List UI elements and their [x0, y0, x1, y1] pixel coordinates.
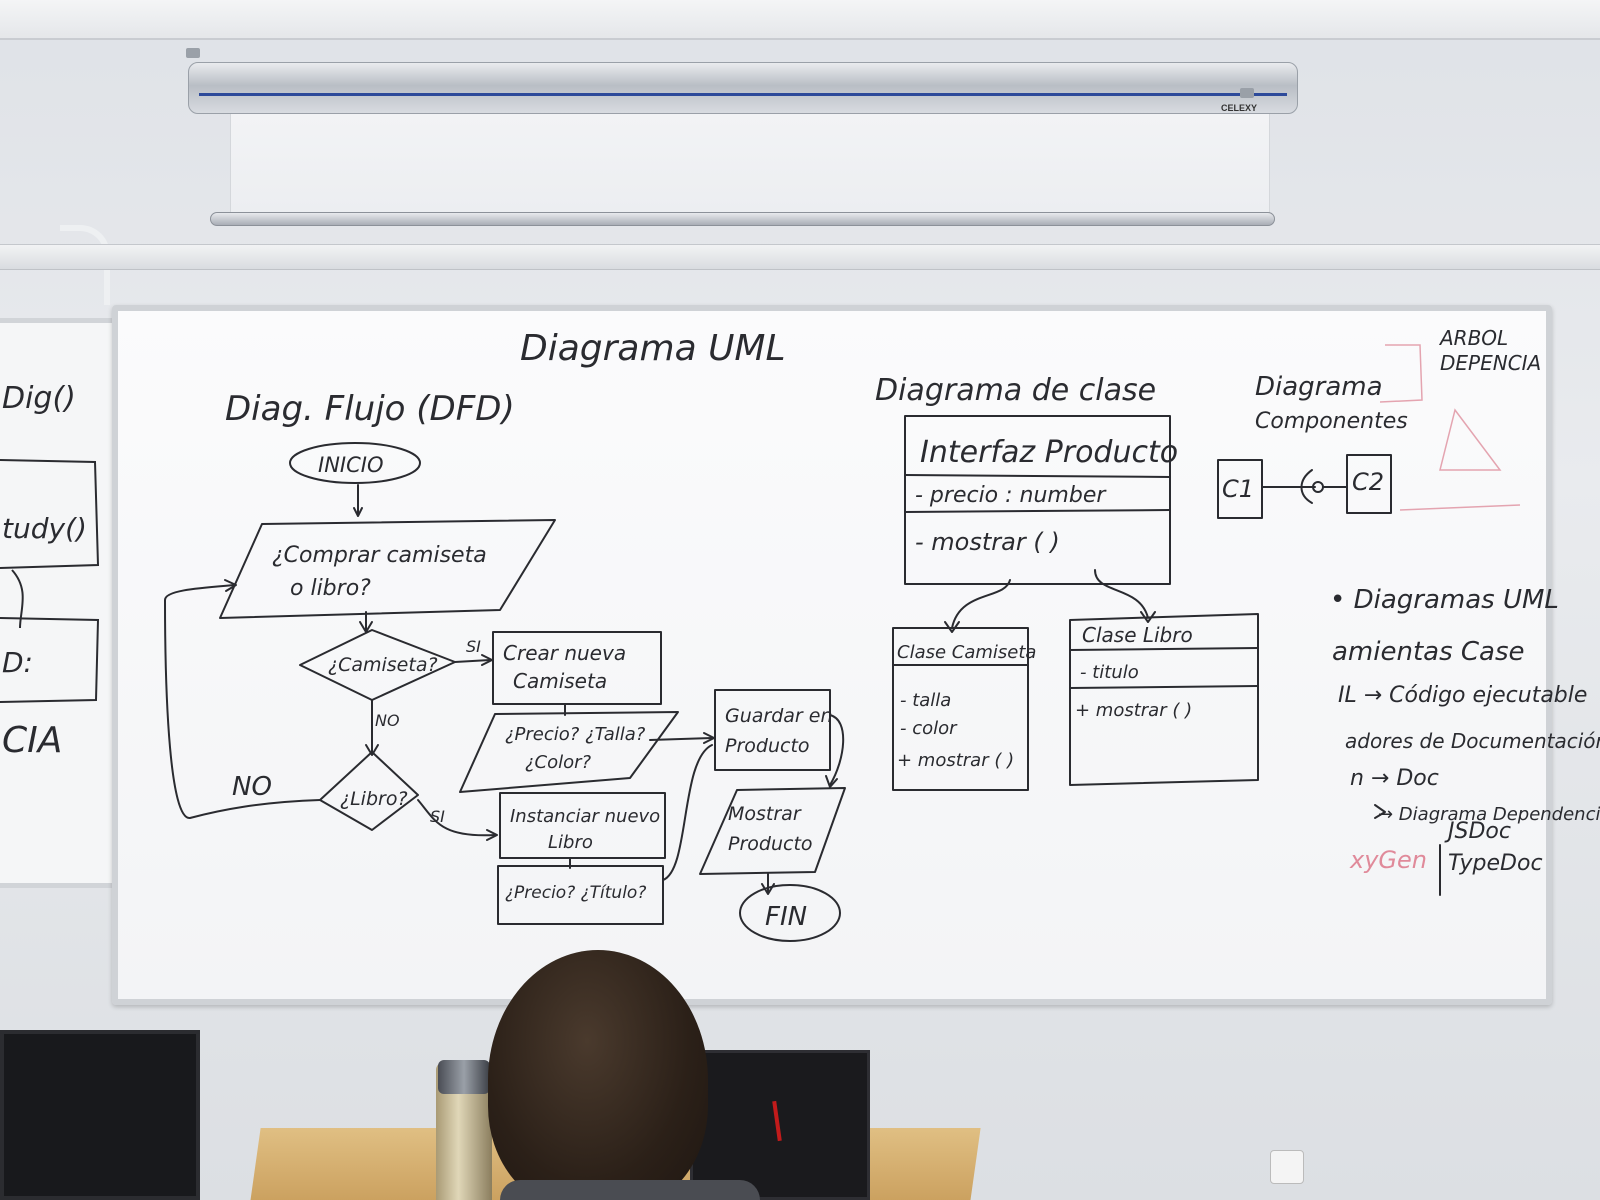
left-board-line-4: CIA: [2, 720, 62, 761]
notes-line-5: n → Doc: [1350, 766, 1439, 791]
desktop-monitor: [0, 1030, 200, 1200]
components-heading-1: Diagrama: [1255, 372, 1383, 402]
yes-label-2: SI: [430, 807, 445, 826]
notes-line-3: IL → Código ejecutable: [1338, 683, 1587, 708]
book-input-label: ¿Precio? ¿Título?: [505, 883, 646, 903]
notes-line-6: → Diagrama Dependencia: [1378, 804, 1600, 825]
question-parallelogram: [219, 519, 556, 619]
shirt-class-method: + mostrar ( ): [897, 750, 1014, 771]
book-class-box: [1069, 613, 1259, 786]
shirt-input-parallelogram: [459, 711, 679, 793]
shirt-class-title: Clase Camiseta: [897, 642, 1036, 663]
projector-screen-fabric: [230, 114, 1270, 214]
tree-heading-2: DEPENCIA: [1440, 351, 1541, 375]
left-board-boxes: [0, 459, 100, 703]
interface-box: [904, 415, 1171, 585]
flow-end-label: FIN: [765, 902, 807, 932]
book-input-box: [497, 865, 664, 925]
class-diagram-heading: Diagrama de clase: [875, 373, 1156, 408]
decision-book-diamond: [319, 751, 419, 831]
component-c2: [1346, 454, 1392, 514]
shirt-input-line-2: ¿Color?: [525, 752, 592, 773]
projector-screen-housing: CELEXY: [188, 62, 1298, 114]
laptop: [690, 1050, 870, 1200]
component-c2-label: C2: [1352, 468, 1384, 496]
notes-line-7: JSDoc: [1444, 819, 1511, 844]
ceiling: [0, 0, 1600, 40]
save-line-2: Producto: [725, 735, 810, 757]
create-shirt-box: [492, 631, 662, 705]
flow-heading: Diag. Flujo (DFD): [225, 389, 515, 429]
interface-title: Interfaz Producto: [920, 435, 1178, 470]
no-label-2: NO: [232, 772, 272, 802]
wall-outlet: [1270, 1150, 1304, 1184]
shirt-class-box: [892, 627, 1029, 791]
tree-heading-1: ARBOL: [1438, 326, 1508, 350]
create-shirt-line-2: Camiseta: [513, 669, 607, 693]
create-book-box: [499, 792, 666, 859]
main-whiteboard: [112, 305, 1552, 1005]
notes-line-8: TypeDoc: [1448, 851, 1543, 876]
notes-line-4: adores de Documentación: [1345, 729, 1600, 753]
left-board-line-3: D:: [2, 646, 33, 679]
mount-clip: [1240, 88, 1254, 98]
show-line-2: Producto: [728, 833, 813, 855]
notes-line-9: xyGen: [1349, 846, 1427, 874]
flow-start-label: INICIO: [318, 453, 383, 477]
left-board-line-2: tudy(): [2, 512, 87, 545]
projector-brand: CELEXY: [1220, 103, 1257, 113]
wall-molding: [0, 244, 1600, 270]
flow-question-line-2: o libro?: [290, 576, 371, 601]
book-class-method: + mostrar ( ): [1075, 700, 1192, 721]
start-terminal: [289, 442, 421, 484]
shirt-input-line-1: ¿Precio? ¿Talla?: [505, 724, 646, 745]
save-product-box: [714, 689, 831, 771]
person-shirt: [500, 1180, 760, 1200]
create-shirt-line-1: Crear nueva: [503, 641, 626, 665]
decision-shirt-label: ¿Camiseta?: [328, 654, 438, 676]
notes-line-2: amientas Case: [1332, 637, 1525, 667]
faint-red-tree: [1379, 344, 1521, 511]
water-bottle-cap: [438, 1060, 490, 1094]
component-c1: [1217, 459, 1263, 519]
save-line-1: Guardar en: [725, 705, 833, 727]
book-class-title: Clase Libro: [1082, 623, 1193, 647]
no-label-1: NO: [375, 711, 400, 730]
flow-question-line-1: ¿Comprar camiseta: [272, 543, 487, 568]
mount-clip: [186, 48, 200, 58]
shirt-class-attr-1: - talla: [900, 690, 951, 711]
create-book-line-2: Libro: [548, 832, 593, 853]
arrowhead: [353, 507, 363, 517]
loop-back-line: [164, 584, 321, 820]
show-line-1: Mostrar: [728, 803, 802, 825]
board-title: Diagrama UML: [520, 328, 786, 369]
create-book-line-1: Instanciar nuevo: [510, 806, 660, 827]
housing-stripe: [199, 93, 1287, 96]
left-board-line-1: Dig(): [2, 381, 76, 416]
book-class-attr: - titulo: [1080, 662, 1139, 683]
show-product-parallelogram: [699, 787, 846, 875]
interface-method: - mostrar ( ): [915, 528, 1060, 556]
shirt-class-attr-2: - color: [900, 718, 958, 739]
projector-screen-bar: [210, 212, 1275, 226]
decision-book-label: ¿Libro?: [340, 788, 408, 810]
component-c1-label: C1: [1222, 475, 1254, 503]
components-heading-2: Componentes: [1255, 409, 1408, 434]
end-terminal: [739, 884, 841, 942]
notes-line-1: • Diagramas UML: [1330, 585, 1559, 615]
interface-attr: - precio : number: [915, 483, 1107, 508]
yes-label-1: SI: [466, 637, 481, 656]
person-head: [488, 950, 708, 1200]
